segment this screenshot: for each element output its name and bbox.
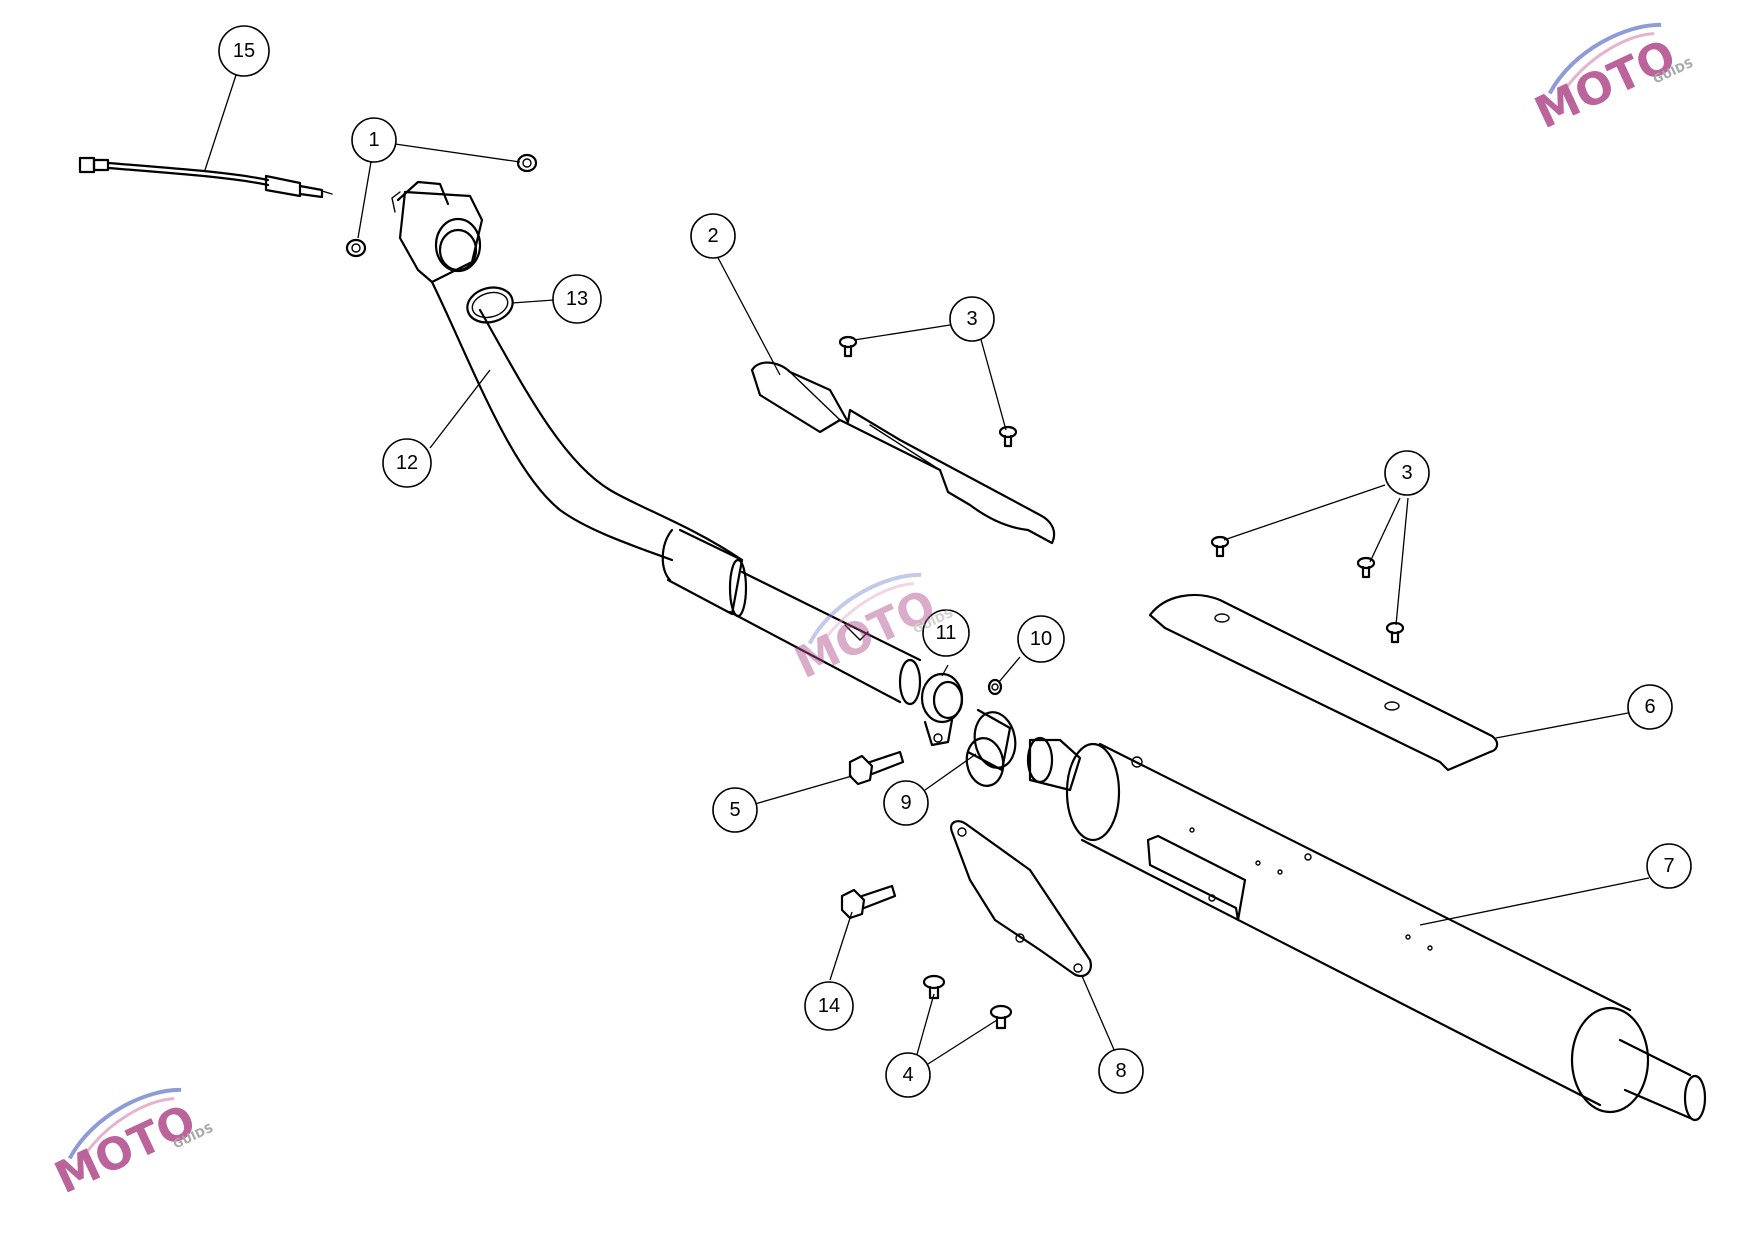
svg-text:12: 12 <box>396 452 418 474</box>
callout-3-lower: 3 <box>1384 450 1430 496</box>
svg-text:5: 5 <box>729 799 740 821</box>
shield-screw-3 <box>1210 535 1230 558</box>
leader-lines <box>204 71 1650 1065</box>
svg-text:7: 7 <box>1663 855 1674 877</box>
svg-text:10: 10 <box>1030 628 1052 650</box>
muffler <box>1026 736 1707 1122</box>
bracket-screw-2 <box>989 1004 1013 1030</box>
svg-text:14: 14 <box>818 995 840 1017</box>
svg-text:13: 13 <box>566 288 588 310</box>
callout-12: 12 <box>382 438 432 488</box>
callout-11: 11 <box>922 609 970 657</box>
callout-1: 1 <box>351 117 397 163</box>
exhaust-clamp <box>920 672 964 747</box>
callout-14: 14 <box>804 981 854 1031</box>
upper-heat-shield <box>750 361 1056 545</box>
watermark-logo-top-right: MOTO GUIDS <box>1527 22 1695 139</box>
muffler-heat-shield <box>1148 593 1499 772</box>
svg-text:6: 6 <box>1644 696 1655 718</box>
svg-text:9: 9 <box>900 792 911 814</box>
bracket-screw-1 <box>922 974 946 1000</box>
gasket-ring <box>466 286 514 324</box>
callout-13: 13 <box>552 274 602 324</box>
callout-5: 5 <box>712 787 758 833</box>
callout-2: 2 <box>690 213 736 259</box>
callout-10: 10 <box>1017 615 1065 663</box>
svg-text:8: 8 <box>1115 1060 1126 1082</box>
callout-8: 8 <box>1098 1048 1144 1094</box>
clamp-bolt <box>848 750 905 786</box>
svg-text:2: 2 <box>707 225 718 247</box>
mounting-bracket <box>950 820 1092 978</box>
flange-nut-upper <box>516 153 538 173</box>
shield-screw-2 <box>998 425 1018 448</box>
callout-3-upper: 3 <box>949 296 995 342</box>
callout-9: 9 <box>883 780 929 826</box>
svg-text:3: 3 <box>966 308 977 330</box>
svg-text:1: 1 <box>368 129 379 151</box>
svg-text:3: 3 <box>1401 462 1412 484</box>
callout-6: 6 <box>1627 684 1673 730</box>
connector-sleeve <box>965 708 1017 787</box>
svg-text:15: 15 <box>233 40 255 62</box>
watermark-logo-center: MOTO GUIDS <box>787 572 955 689</box>
shield-screw-1 <box>838 335 858 358</box>
watermark-logo-bottom-left: MOTO GUIDS <box>47 1087 215 1204</box>
shield-screw-5 <box>1385 621 1405 644</box>
header-pipe <box>391 180 922 706</box>
bracket-bolt <box>840 884 897 920</box>
callout-7: 7 <box>1646 843 1692 889</box>
flange-nut-lower <box>345 238 367 258</box>
callout-4: 4 <box>885 1052 931 1098</box>
shield-screw-4 <box>1356 556 1376 579</box>
callout-15: 15 <box>218 25 270 77</box>
svg-text:4: 4 <box>902 1064 913 1086</box>
oxygen-sensor <box>78 156 333 199</box>
svg-text:11: 11 <box>936 622 957 644</box>
clamp-nut <box>987 678 1003 696</box>
